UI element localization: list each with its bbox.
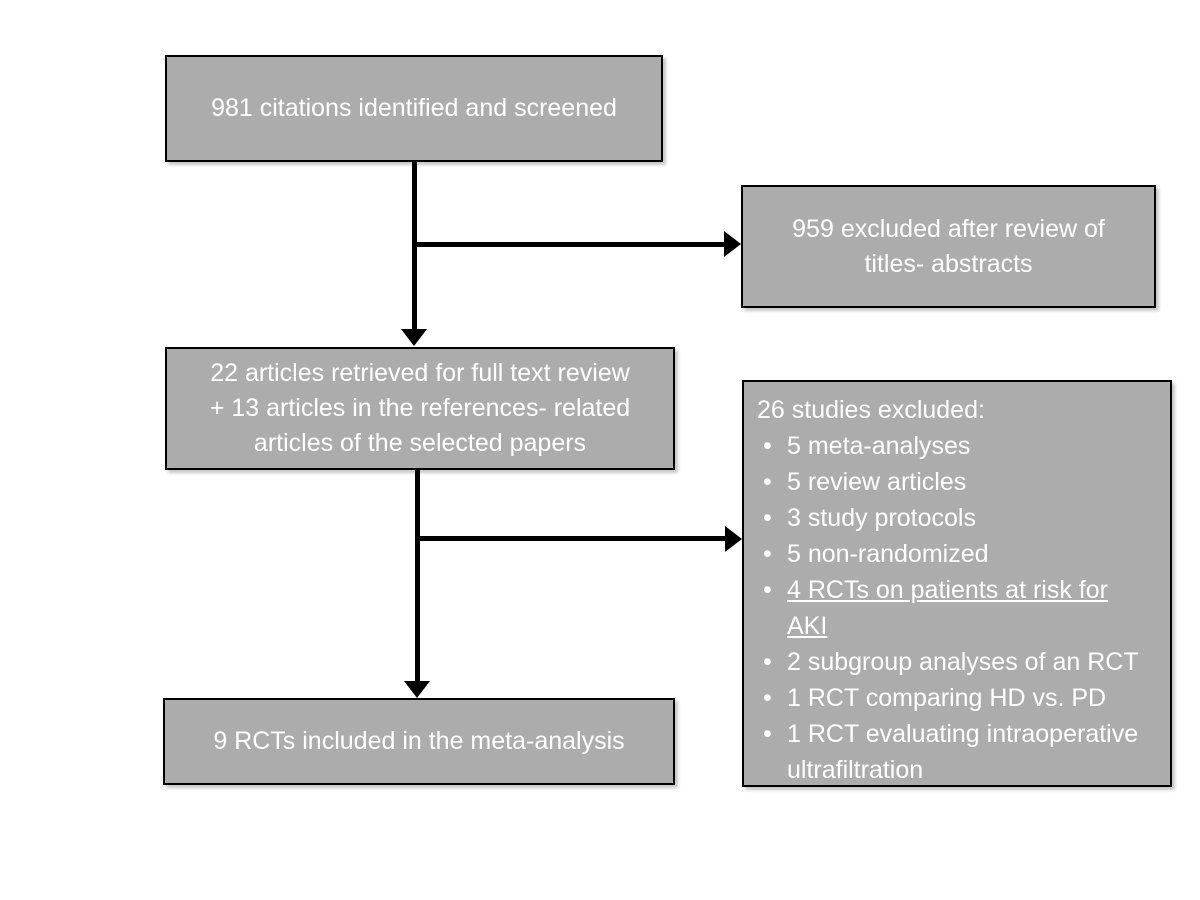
box-fulltext-review: 22 articles retrieved for full text revi… (165, 347, 675, 470)
bullet-icon: • (763, 648, 772, 676)
box-citations-identified: 981 citations identified and screened (165, 55, 663, 162)
excluded-item-text: 5 meta-analyses (787, 432, 971, 460)
connector-horizontal-2 (415, 536, 727, 541)
bullet-icon: • (763, 576, 772, 604)
box-rcts-included-text: 9 RCTs included in the meta-analysis (213, 727, 625, 755)
connector-horizontal-1 (412, 242, 726, 247)
connector-vertical-2 (415, 470, 420, 682)
bullet-icon: • (763, 540, 772, 568)
excluded-list-item: • 5 non-randomized (757, 536, 1142, 572)
excluded-list-item: • 2 subgroup analyses of an RCT (757, 644, 1142, 680)
box-studies-excluded-header: 26 studies excluded: (757, 396, 985, 424)
excluded-item-text: 1 RCT comparing HD vs. PD (787, 684, 1107, 712)
excluded-item-text: 4 RCTs on patients at risk for AKI (787, 576, 1108, 640)
bullet-icon: • (763, 684, 772, 712)
arrow-right-icon (724, 231, 741, 257)
arrow-down-icon (401, 329, 427, 346)
box-citations-identified-text: 981 citations identified and screened (211, 94, 617, 122)
excluded-item-text: 5 review articles (787, 468, 967, 496)
arrow-right-icon (725, 526, 742, 552)
box-fulltext-review-line-2: + 13 articles in the references- related (209, 394, 631, 422)
excluded-list-item: • 1 RCT comparing HD vs. PD (757, 680, 1142, 716)
excluded-list-item: • 5 meta-analyses (757, 428, 1142, 464)
bullet-icon: • (763, 468, 772, 496)
box-fulltext-review-line-1: 22 articles retrieved for full text revi… (210, 359, 630, 387)
excluded-list-item: • 3 study protocols (757, 500, 1142, 536)
box-excluded-titles-abstracts: 959 excluded after review of titles- abs… (741, 185, 1156, 308)
bullet-icon: • (763, 720, 772, 748)
excluded-item-text: 1 RCT evaluating intraoperative ultrafil… (787, 720, 1139, 784)
box-excluded-titles-abstracts-line-2: titles- abstracts (864, 249, 1033, 278)
box-rcts-included: 9 RCTs included in the meta-analysis (163, 698, 675, 785)
excluded-item-text: 3 study protocols (787, 504, 976, 532)
box-studies-excluded: 26 studies excluded: • 5 meta-analyses •… (742, 380, 1172, 787)
excluded-item-text: 2 subgroup analyses of an RCT (787, 648, 1139, 676)
box-fulltext-review-line-3: articles of the selected papers (253, 429, 587, 457)
excluded-item-text: 5 non-randomized (787, 540, 989, 568)
box-excluded-titles-abstracts-line-1: 959 excluded after review of (792, 214, 1105, 243)
bullet-icon: • (763, 432, 772, 460)
excluded-list-item: • 4 RCTs on patients at risk for AKI (757, 572, 1142, 644)
bullet-icon: • (763, 504, 772, 532)
excluded-list-item: • 1 RCT evaluating intraoperative ultraf… (757, 716, 1142, 788)
arrow-down-icon (404, 681, 430, 698)
excluded-list-item: • 5 review articles (757, 464, 1142, 500)
